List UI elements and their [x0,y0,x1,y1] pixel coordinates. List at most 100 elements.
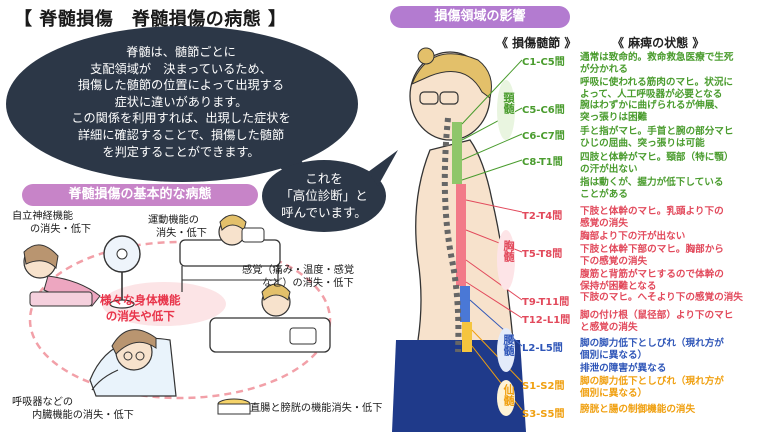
segment-level: L2-L5間 [522,343,563,354]
segment-level: T5-T8間 [522,249,563,260]
description-line: 下肢と体幹下部のマヒ。胸部から [580,244,724,255]
col-segment-header: 《 損傷髄節 》 [496,36,577,50]
bubble-line: この関係を利用すれば、出現した症状を [71,111,291,126]
speech-bubble [6,26,358,182]
segment-description: 脚の付け根（鼠径部）より下のマヒと感覚の消失 [580,310,733,335]
spine [441,117,472,353]
description-line: 指は動くが、握力が低下している [580,176,724,188]
segment-level: C5-C6間 [522,105,565,116]
thoracic-region-bg [497,230,515,290]
right-section-header: 損傷領域の影響 [390,6,570,28]
sacral-region-bg [497,380,515,416]
segment-description: 四肢と体幹がマヒ。頸部（特に顎）の汗が出ない指は動くが、握力が低下していることが… [580,152,734,202]
segment-description: 下肢と体幹下部のマヒ。胸部から下の感覚の消失腹筋と背筋がマヒするので体幹の保持が… [580,244,724,294]
col-state-header: 《 麻痺の状態 》 [612,36,705,50]
hospital-bed-icon [179,214,281,292]
description-line: よって、人工呼吸器が必要となる [580,89,723,101]
segment-level: S3-S5間 [522,409,565,420]
segment-level: T12-L1間 [522,315,571,326]
bubble-line: 損傷した髄節の位置によって出現する [77,78,285,93]
page-title: 【 脊髄損傷 脊髄損傷の病態 】 [14,9,287,30]
pants [392,340,526,432]
description-line: 個別に異なる） [580,350,648,362]
description-line: 排泄の障害が異なる [580,362,667,374]
description-line: 突っ張りは困難 [580,112,648,124]
region-lumbar: 腰髄 [502,334,515,356]
fan-icon [103,235,141,309]
cervical-region-bg [497,80,515,140]
label-bladder-bowel: 直腸と膀胱の機能消失・低下 [250,402,382,415]
description-line: 手と指がマヒ。手首と腕の部分マヒ [580,126,734,137]
description-line: 通常は致命的。救命救急医療で生死 [580,52,734,63]
lumbar-region-bg [497,328,515,372]
label-line: 消失・低下 [156,228,207,239]
description-line: 腹筋と背筋がマヒするので体幹の [580,268,724,280]
bedpan-icon [217,398,251,415]
bubble-line: 脊髄は、髄節ごとに [126,45,236,59]
bubble-line: 支配領域が 決まっているため、 [90,61,272,76]
bubble-line: を判定することができます。 [102,144,260,159]
description-line: 脚の脚力低下としびれ（現れ方が [580,338,724,349]
segment-description: 脚の脚力低下としびれ（現れ方が個別に異なる） [580,376,724,401]
description-line: 脚の脚力低下としびれ（現れ方が [580,376,724,387]
label-line: など）の消失・低下 [262,278,354,289]
bubble-line: 詳細に確認することで、損傷した髄節 [77,127,285,142]
segment-description: 腕はわずかに曲げられるが伸展、突っ張りは困難 [580,100,724,125]
small-bubble-text: これを 「高位診断」と 呼んでいます。 [268,170,380,221]
label-motor: 運動機能の 消失・低下 [148,214,207,240]
segment-description: 下肢と体幹のマヒ。乳頭より下の感覚の消失胸部より下の汗が出ない [580,206,724,243]
description-line: の汗が出ない [580,164,638,176]
description-line: 感覚の消失 [580,218,628,230]
description-line: 脚の付け根（鼠径部）より下のマヒ [580,310,734,321]
description-line: 四肢と体幹がマヒ。頸部（特に顎） [580,152,734,163]
center-label-line: の消失や低下 [105,309,175,323]
segment-level: T9-T11間 [522,297,570,308]
label-line: の消失・低下 [30,224,92,235]
segment-description: 下肢のマヒ。へそより下の感覚の消失 [580,292,743,304]
dashed-circle [28,240,332,400]
segment-level: S1-S2間 [522,381,565,392]
description-line: 胸部より下の汗が出ない [580,230,686,242]
segment-level: C8-T1間 [522,157,563,168]
segment-level: C6-C7間 [522,131,565,142]
segment-description: 脚の脚力低下としびれ（現れ方が個別に異なる）排泄の障害が異なる [580,338,724,375]
segment-description: 膀胱と腸の制御機能の消失 [580,404,695,416]
label-line: 内臓機能の消失・低下 [32,410,134,421]
label-line: 運動機能の [148,215,199,226]
hospital-bed-icon-2 [209,283,331,353]
label-sensory: 感覚（痛み・温度・感覚 など）の消失・低下 [242,264,354,290]
small-bubble-line: 「高位診断」と [280,188,368,203]
segment-level: T2-T4間 [522,211,563,222]
region-cervical: 頸髄 [502,92,515,114]
label-respiratory: 呼吸器などの 内臓機能の消失・低下 [12,396,134,422]
description-line: と感覚の消失 [580,322,638,334]
description-line: 呼吸に使われる筋肉のマヒ。状況に [580,76,734,88]
description-line: が分かれる [580,64,628,76]
description-line: 下の感覚の消失 [580,256,648,268]
description-line: 保持が困難となる [580,281,657,293]
label-line: 呼吸器などの [12,397,74,408]
region-sacral: 仙髄 [502,384,515,406]
small-bubble-line: これを [305,171,343,186]
description-line: ことがある [580,189,628,201]
description-line: 下肢と体幹のマヒ。乳頭より下の [580,206,724,217]
speech-bubble-text: 脊髄は、髄節ごとに 支配領域が 決まっているため、 損傷した髄節の位置によって出… [28,44,334,160]
description-line: 膀胱と腸の制御機能の消失 [580,404,696,415]
bubble-line: 症状に違いがあります。 [114,94,248,109]
label-line: 感覚（痛み・温度・感覚 [242,265,355,276]
label-line: 直腸と膀胱の機能消失・低下 [250,403,383,414]
center-highlight [102,282,226,326]
small-bubble-tail [368,150,398,186]
label-line: 自立神経機能 [12,211,74,222]
patient-lying-icon [23,244,101,307]
small-bubble-line: 呼んでいます。 [281,205,367,220]
label-autonomic: 自立神経機能 の消失・低下 [12,210,91,236]
description-line: 下肢のマヒ。へそより下の感覚の消失 [580,292,743,303]
segment-level: C1-C5間 [522,57,565,68]
patient-respirator-icon [89,329,177,397]
center-label: 様々な身体機能 の消失や低下 [100,292,181,324]
center-label-line: 様々な身体機能 [100,293,181,307]
description-line: ひじの屈曲、突っ張りは可能 [580,138,705,150]
